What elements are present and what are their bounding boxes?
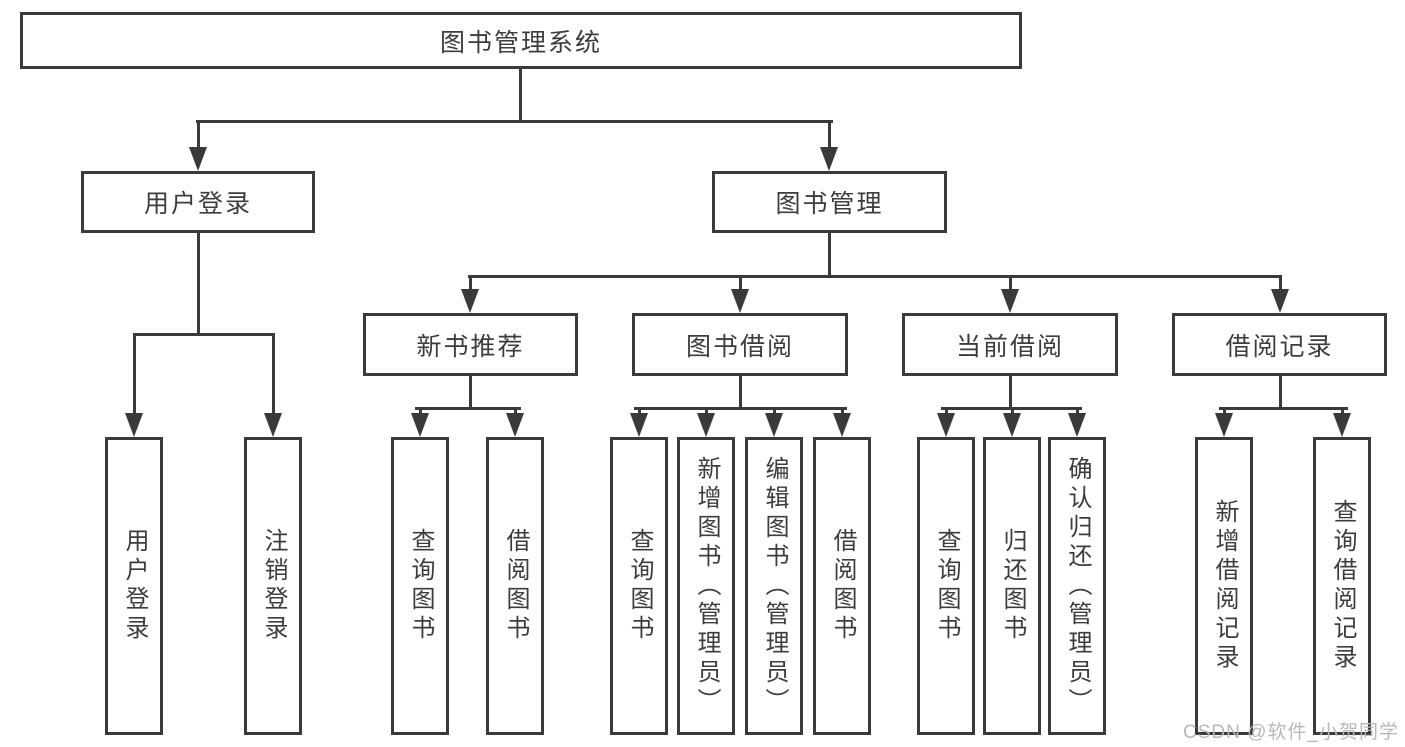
leaf-recommend-query-books: 查询图书	[391, 437, 449, 735]
leaf-recommend-borrow-books: 借阅图书	[486, 437, 544, 735]
arrowhead-down	[506, 413, 524, 437]
connector-line	[197, 233, 200, 335]
connector-line	[133, 333, 136, 415]
arrowhead-down	[1333, 413, 1351, 437]
connector-line	[197, 120, 200, 152]
leaf-current-confirm-return-admin: 确认归还（管理员）	[1048, 437, 1106, 735]
connector-line	[469, 275, 472, 291]
arrowhead-down	[765, 413, 783, 437]
node-user-login: 用户登录	[81, 171, 315, 233]
connector-line	[1009, 275, 1012, 291]
arrowhead-down	[630, 413, 648, 437]
arrowhead-down	[731, 289, 749, 313]
connector-line	[638, 407, 641, 416]
connector-line	[1076, 407, 1079, 416]
leaf-current-return-books: 归还图书	[983, 437, 1041, 735]
connector-line	[739, 376, 742, 409]
connector-line	[1223, 407, 1226, 416]
watermark: CSDN @软件_小贺同学	[1183, 722, 1399, 743]
arrowhead-down	[1068, 413, 1086, 437]
leaf-borrowing-edit-books-admin: 编辑图书（管理员）	[745, 437, 803, 735]
arrowhead-down	[833, 413, 851, 437]
connector-line	[469, 376, 472, 409]
arrowhead-down	[1271, 289, 1289, 313]
arrowhead-down	[1215, 413, 1233, 437]
leaf-borrowing-borrow-books: 借阅图书	[813, 437, 871, 735]
connector-line	[1279, 376, 1282, 409]
connector-line	[1011, 407, 1014, 416]
connector-line	[828, 120, 831, 152]
connector-line	[196, 120, 833, 123]
connector-line	[514, 407, 517, 416]
connector-line	[1009, 376, 1012, 409]
connector-line	[415, 407, 521, 410]
connector-line	[739, 275, 742, 291]
node-borrow-records: 借阅记录	[1172, 313, 1387, 376]
arrowhead-down	[411, 413, 429, 437]
connector-line	[519, 69, 522, 122]
connector-line	[841, 407, 844, 416]
connector-line	[1219, 407, 1348, 410]
node-book-management: 图书管理	[712, 171, 947, 233]
connector-line	[1279, 275, 1282, 291]
leaf-records-add-borrow-record: 新增借阅记录	[1195, 437, 1253, 735]
connector-line	[1341, 407, 1344, 416]
leaf-logout-login: 注销登录	[244, 437, 302, 735]
connector-line	[133, 333, 275, 336]
connector-line	[634, 407, 847, 410]
leaf-borrowing-query-books: 查询图书	[610, 437, 668, 735]
arrowhead-down	[820, 147, 838, 171]
connector-line	[272, 333, 275, 415]
node-book-borrowing: 图书借阅	[632, 313, 848, 376]
arrowhead-down	[125, 413, 143, 437]
leaf-records-query-borrow-record: 查询借阅记录	[1313, 437, 1371, 735]
leaf-user-login: 用户登录	[105, 437, 163, 735]
arrowhead-down	[264, 413, 282, 437]
connector-line	[828, 233, 831, 277]
leaf-current-query-books: 查询图书	[917, 437, 975, 735]
connector-line	[773, 407, 776, 416]
node-current-borrowing: 当前借阅	[902, 313, 1118, 376]
arrowhead-down	[697, 413, 715, 437]
leaf-borrowing-add-books-admin: 新增图书（管理员）	[677, 437, 735, 735]
node-root: 图书管理系统	[20, 12, 1022, 69]
connector-line	[945, 407, 948, 416]
node-new-book-recommend: 新书推荐	[363, 313, 578, 376]
arrowhead-down	[461, 289, 479, 313]
connector-line	[468, 275, 1282, 278]
arrowhead-down	[189, 147, 207, 171]
arrowhead-down	[1001, 289, 1019, 313]
arrowhead-down	[937, 413, 955, 437]
connector-line	[705, 407, 708, 416]
arrowhead-down	[1003, 413, 1021, 437]
connector-line	[419, 407, 422, 416]
